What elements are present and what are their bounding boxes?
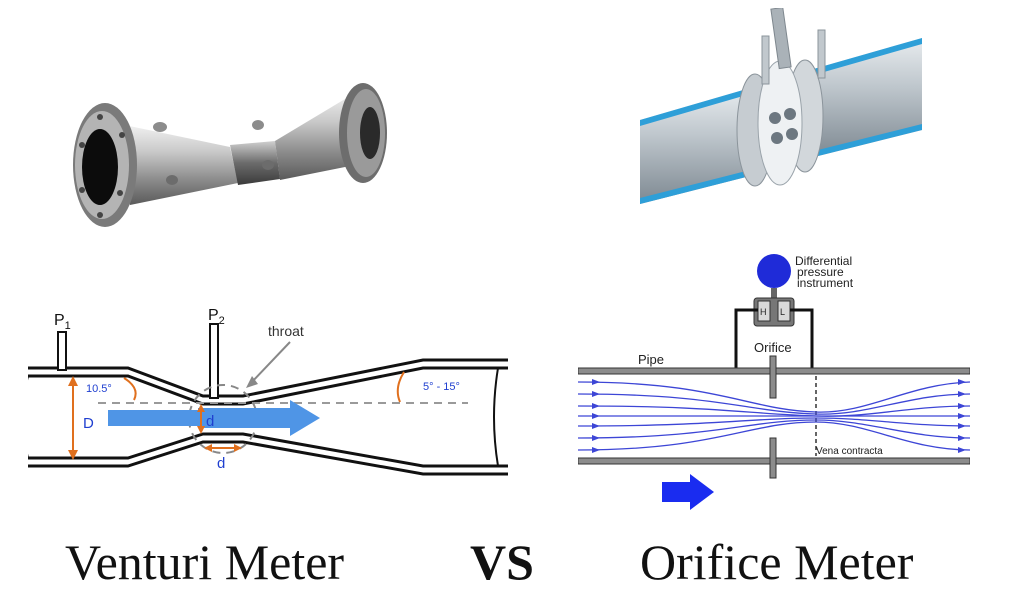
p1-label: P1 bbox=[54, 312, 71, 332]
orifice-meter-illustration bbox=[640, 8, 922, 204]
throat-diameter-below-label: d bbox=[217, 455, 225, 472]
instrument-label-line3: instrument bbox=[797, 276, 854, 290]
vs-label: VS bbox=[470, 534, 534, 590]
differential-pressure-instrument bbox=[757, 254, 791, 288]
inlet-diameter-label: D bbox=[83, 415, 94, 432]
venturi-schematic: P1 P2 throat D d d 10.5° 5° - 15° bbox=[28, 307, 508, 476]
orifice-label: Orifice bbox=[754, 340, 792, 355]
flow-direction-arrow bbox=[662, 474, 714, 510]
streamlines bbox=[578, 381, 970, 451]
venturi-meter-illustration bbox=[73, 83, 387, 227]
p2-label: P2 bbox=[208, 307, 225, 327]
throat-label: throat bbox=[268, 323, 304, 339]
inlet-angle-label: 10.5° bbox=[86, 383, 112, 395]
vena-contracta-label: Vena contracta bbox=[816, 446, 883, 457]
instrument-label-line2: pressure bbox=[797, 265, 844, 279]
flow-arrow bbox=[108, 400, 320, 436]
high-port-label: H bbox=[760, 307, 767, 317]
outlet-angle-label: 5° - 15° bbox=[423, 381, 460, 393]
pipe-label: Pipe bbox=[638, 352, 664, 367]
instrument-label-line1: Differential bbox=[795, 254, 852, 268]
orifice-schematic: H L Differential pressure instrument Pip… bbox=[578, 254, 970, 510]
throat-diameter-label: d bbox=[206, 413, 214, 430]
venturi-meter-title: Venturi Meter bbox=[65, 534, 345, 590]
low-port-label: L bbox=[780, 307, 785, 317]
orifice-meter-title: Orifice Meter bbox=[640, 534, 914, 590]
